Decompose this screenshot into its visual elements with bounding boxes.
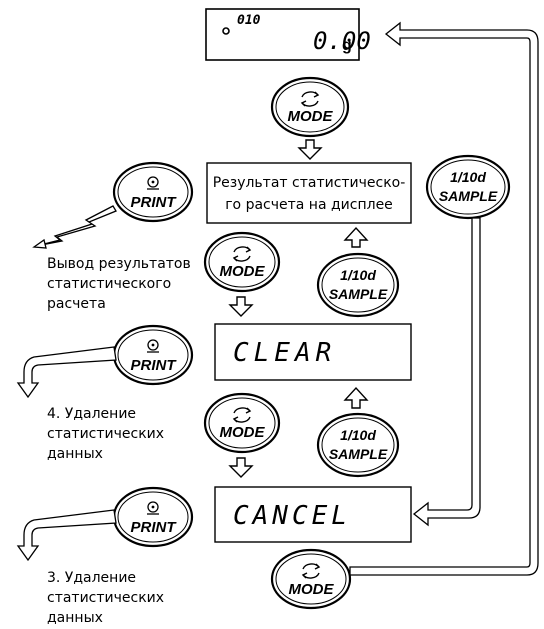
- result-line-2: го расчета на дисплее: [225, 197, 393, 213]
- rotate-arrows-icon: [232, 246, 252, 262]
- display-value: 0.00: [313, 27, 371, 55]
- print-button-label: PRINT: [131, 519, 178, 536]
- display-unit: g: [342, 37, 352, 54]
- print-circle-dot-icon: [147, 501, 159, 515]
- caption-delete4-line-3: данных: [47, 446, 103, 462]
- sample-button-middle-2[interactable]: 1/10d SAMPLE: [316, 412, 400, 478]
- print-button-label: PRINT: [131, 194, 178, 211]
- print-button-2[interactable]: PRINT: [112, 324, 194, 386]
- stable-indicator-icon: [222, 27, 230, 35]
- caption-delete-3: 3. Удаление статистических данных: [47, 570, 164, 626]
- lightning-arrow-icon: [32, 205, 117, 249]
- loop-arrow-to-cancel: [412, 217, 481, 527]
- mode-button-middle-1[interactable]: MODE: [203, 231, 281, 293]
- curved-down-arrow-icon: [16, 346, 117, 399]
- mode-button-label: MODE: [288, 108, 334, 125]
- print-button-label: PRINT: [131, 357, 178, 374]
- mode-button-label: MODE: [220, 263, 266, 280]
- sample-bottom-label: SAMPLE: [439, 188, 498, 204]
- sample-top-label: 1/10d: [450, 169, 486, 185]
- clear-display: CLEAR: [214, 323, 412, 381]
- hollow-down-arrow-icon: [297, 139, 323, 160]
- curved-down-arrow-icon: [16, 509, 117, 562]
- result-box: Результат статистическо- го расчета на д…: [206, 162, 412, 224]
- rotate-arrows-icon: [300, 91, 320, 107]
- caption-delete3-line-3: данных: [47, 610, 103, 626]
- sample-bottom-label: SAMPLE: [329, 446, 388, 462]
- mode-button-top[interactable]: MODE: [270, 76, 350, 138]
- sample-button-right[interactable]: 1/10d SAMPLE: [425, 154, 511, 220]
- caption-output-line-2: статистического: [47, 276, 171, 292]
- caption-delete4-line-1: 4. Удаление: [47, 406, 136, 422]
- result-line-1: Результат статистическо-: [213, 175, 406, 191]
- print-circle-dot-icon: [147, 339, 159, 353]
- caption-delete3-line-1: 3. Удаление: [47, 570, 136, 586]
- mode-button-label: MODE: [220, 424, 266, 441]
- loop-arrow-to-top: [349, 21, 539, 576]
- top-display: 010 0.00 g: [205, 8, 371, 61]
- sample-top-label: 1/10d: [340, 427, 376, 443]
- sample-top-label: 1/10d: [340, 267, 376, 283]
- hollow-down-arrow-icon: [228, 457, 254, 478]
- caption-delete4-line-2: статистических: [47, 426, 164, 442]
- display-indicator: 010: [237, 13, 261, 28]
- hollow-down-arrow-icon: [228, 296, 254, 317]
- caption-output-line-1: Вывод результатов: [47, 256, 191, 272]
- rotate-arrows-icon: [232, 407, 252, 423]
- caption-delete3-line-2: статистических: [47, 590, 164, 606]
- caption-delete-4: 4. Удаление статистических данных: [47, 406, 164, 462]
- print-circle-dot-icon: [147, 176, 159, 190]
- hollow-up-arrow-icon: [343, 226, 369, 248]
- hollow-up-arrow-icon: [343, 386, 369, 409]
- sample-button-middle-1[interactable]: 1/10d SAMPLE: [316, 252, 400, 318]
- cancel-display: CANCEL: [214, 486, 412, 543]
- print-button-1[interactable]: PRINT: [112, 161, 194, 223]
- rotate-arrows-icon: [301, 563, 321, 579]
- mode-button-label: MODE: [289, 581, 335, 598]
- mode-button-bottom[interactable]: MODE: [270, 548, 352, 610]
- caption-output-line-3: расчета: [47, 296, 106, 312]
- sample-bottom-label: SAMPLE: [329, 286, 388, 302]
- print-button-3[interactable]: PRINT: [112, 486, 194, 548]
- mode-button-middle-2[interactable]: MODE: [203, 392, 281, 454]
- cancel-display-text: CANCEL: [233, 501, 351, 531]
- caption-output: Вывод результатов статистического расчет…: [47, 256, 191, 312]
- clear-display-text: CLEAR: [233, 338, 336, 368]
